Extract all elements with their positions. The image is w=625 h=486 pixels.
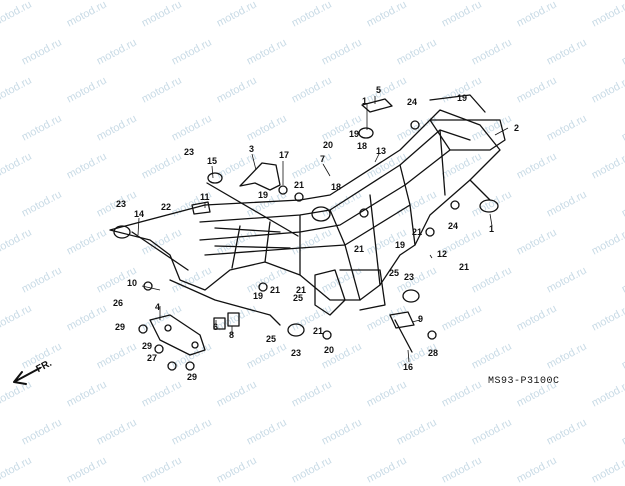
bracket-3 (239, 162, 281, 191)
diagram-reference-code: MS93-P3100C (488, 376, 560, 387)
callout-17: 17 (279, 150, 289, 160)
callout-27: 27 (147, 353, 157, 363)
callout-23: 23 (184, 147, 194, 157)
callout-25: 25 (389, 268, 399, 278)
callout-2: 2 (514, 123, 519, 133)
callout-16: 16 (403, 362, 413, 372)
callout-21: 21 (354, 244, 364, 254)
callout-10: 10 (127, 278, 137, 288)
callout-1: 1 (362, 96, 367, 106)
callout-labels: 1123456789101112131415161718181919191919… (113, 85, 519, 382)
main-frame (109, 94, 506, 326)
callout-18: 18 (331, 182, 341, 192)
callout-9: 9 (418, 314, 423, 324)
callout-6: 6 (213, 322, 218, 332)
callout-25: 25 (266, 334, 276, 344)
callout-4: 4 (155, 302, 160, 312)
callout-1: 1 (489, 224, 494, 234)
callout-19: 19 (457, 93, 467, 103)
callout-28: 28 (428, 348, 438, 358)
callout-21: 21 (412, 227, 422, 237)
callout-23: 23 (404, 272, 414, 282)
callout-18: 18 (357, 141, 367, 151)
callout-20: 20 (323, 140, 333, 150)
callout-5: 5 (376, 85, 381, 95)
callout-13: 13 (376, 146, 386, 156)
callout-19: 19 (395, 240, 405, 250)
callout-25: 25 (293, 293, 303, 303)
stay-4 (149, 314, 206, 356)
callout-19: 19 (349, 129, 359, 139)
callout-23: 23 (116, 199, 126, 209)
callout-29: 29 (115, 322, 125, 332)
callout-19: 19 (258, 190, 268, 200)
callout-11: 11 (200, 192, 210, 202)
front-direction-arrow (13, 367, 41, 385)
frame-body-drawing: 1123456789101112131415161718181919191919… (13, 85, 519, 385)
callout-24: 24 (407, 97, 417, 107)
callout-29: 29 (187, 372, 197, 382)
callout-21: 21 (459, 262, 469, 272)
callout-7: 7 (320, 154, 325, 164)
callout-21: 21 (296, 285, 306, 295)
callout-29: 29 (142, 341, 152, 351)
callout-15: 15 (207, 156, 217, 166)
callout-22: 22 (161, 202, 171, 212)
callout-21: 21 (270, 285, 280, 295)
bolt-15 (206, 182, 299, 237)
callout-12: 12 (437, 249, 447, 259)
callout-14: 14 (134, 209, 144, 219)
bolt-16 (394, 319, 413, 353)
bolt-14 (131, 231, 189, 271)
bracket-22 (191, 201, 211, 215)
callout-26: 26 (113, 298, 123, 308)
callout-20: 20 (324, 345, 334, 355)
bracket-9 (389, 311, 415, 329)
callout-21: 21 (313, 326, 323, 336)
callout-23: 23 (291, 348, 301, 358)
callout-8: 8 (229, 330, 234, 340)
callout-24: 24 (448, 221, 458, 231)
callout-19: 19 (253, 291, 263, 301)
callout-3: 3 (249, 144, 254, 154)
callout-21: 21 (294, 180, 304, 190)
